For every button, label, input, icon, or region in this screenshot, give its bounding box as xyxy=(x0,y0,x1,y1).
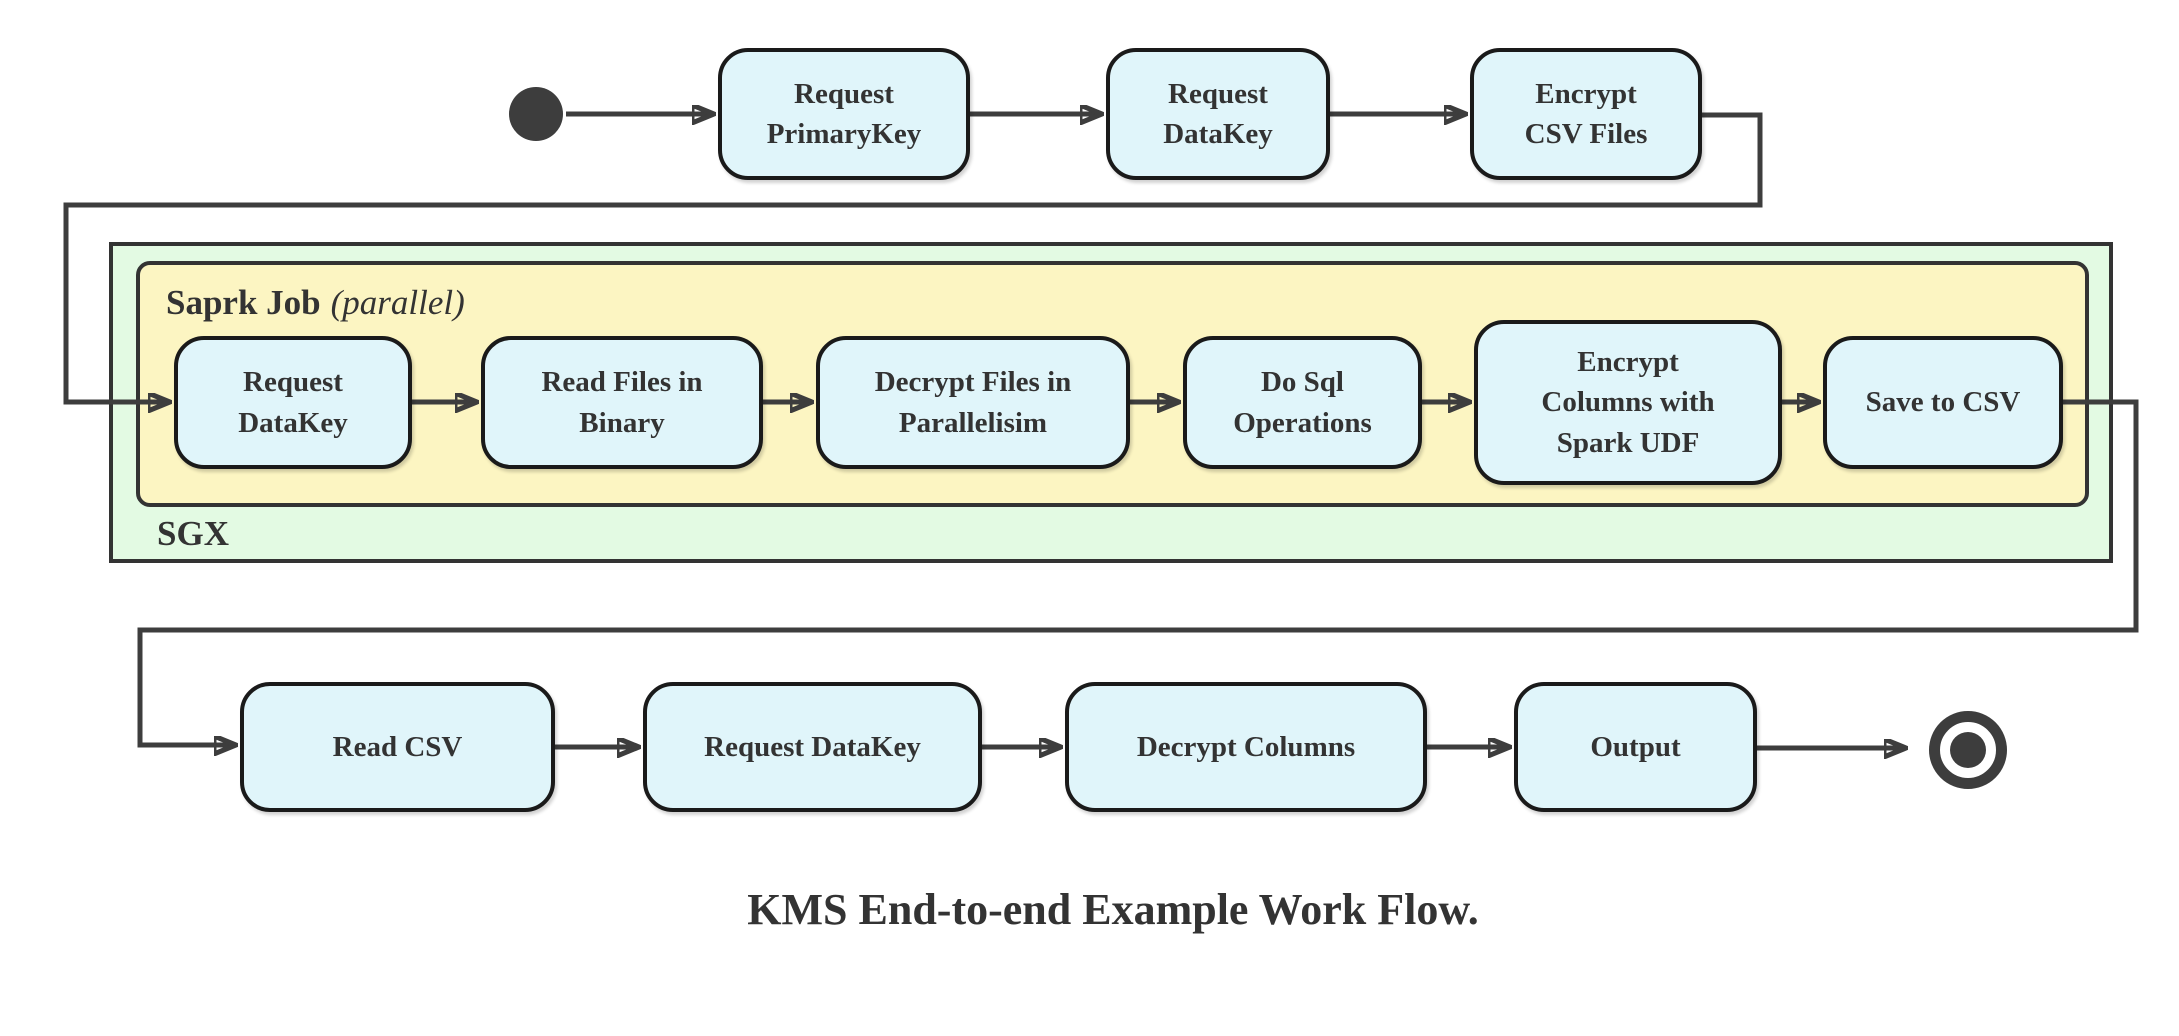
node-request-datakey-spark: Request DataKey xyxy=(174,336,412,469)
edge-encrypt-csv-files-to-sgx xyxy=(63,112,1763,402)
start-node xyxy=(509,87,563,141)
edge-save-to-csv-to-read-csv xyxy=(137,399,2139,745)
node-decrypt-files-in-parallelisim: Decrypt Files in Parallelisim xyxy=(816,336,1130,469)
node-request-datakey-bottom: Request DataKey xyxy=(643,682,982,812)
node-encrypt-csv-files: Encrypt CSV Files xyxy=(1470,48,1702,180)
node-decrypt-columns: Decrypt Columns xyxy=(1065,682,1427,812)
node-request-datakey-top: Request DataKey xyxy=(1106,48,1330,180)
node-read-csv: Read CSV xyxy=(240,682,555,812)
end-node xyxy=(1929,711,2007,789)
node-request-primarykey: Request PrimaryKey xyxy=(718,48,970,180)
diagram-caption: KMS End-to-end Example Work Flow. xyxy=(747,885,1479,934)
node-read-files-in-binary: Read Files in Binary xyxy=(481,336,763,469)
end-node-dot xyxy=(1950,732,1986,768)
node-do-sql-operations: Do Sql Operations xyxy=(1183,336,1422,469)
node-encrypt-columns-with-spark-udf: Encrypt Columns with Spark UDF xyxy=(1474,320,1782,485)
sgx-label: SGX xyxy=(157,514,229,553)
node-output: Output xyxy=(1514,682,1757,812)
spark-job-label-italic: (parallel) xyxy=(330,283,465,322)
spark-job-label-bold: Saprk Job xyxy=(166,283,321,322)
node-save-to-csv: Save to CSV xyxy=(1823,336,2063,469)
spark-job-label: Saprk Job(parallel) xyxy=(166,283,465,323)
